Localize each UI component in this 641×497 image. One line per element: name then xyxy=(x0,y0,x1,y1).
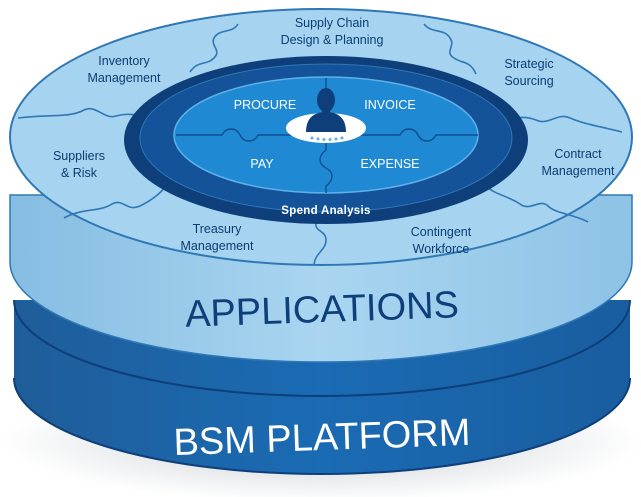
person-shoulders xyxy=(306,112,346,132)
segment-contingent-workforce: Contingent Workforce xyxy=(411,225,472,256)
person-neck xyxy=(322,108,330,115)
spend-analysis-label: Spend Analysis xyxy=(281,205,370,217)
divider-top-left xyxy=(189,23,239,73)
segment-label-line: Management xyxy=(542,164,615,178)
divider-bottom-left xyxy=(63,185,167,219)
segment-inventory-management: Inventory Management xyxy=(88,54,161,85)
segment-label-line: Strategic xyxy=(504,57,553,71)
base-platform-bottom-edge xyxy=(13,377,631,475)
segment-strategic-sourcing: Strategic Sourcing xyxy=(504,57,553,88)
badge-dot xyxy=(328,138,332,141)
quadrant-divider-horizontal-right xyxy=(352,128,478,142)
applications-label: APPLICATIONS xyxy=(184,284,459,336)
segment-label-line: Management xyxy=(88,71,161,85)
ring-outline xyxy=(139,63,513,213)
person-head xyxy=(317,88,335,112)
segment-label-line: Suppliers xyxy=(53,149,105,163)
quadrant-invoice: INVOICE xyxy=(364,98,415,112)
person-bust-icon xyxy=(306,88,346,132)
segment-label-line: Workforce xyxy=(413,242,470,256)
segment-label-line: Inventory xyxy=(98,54,150,68)
divider-bottom-right xyxy=(485,185,589,223)
segment-suppliers-risk: Suppliers & Risk xyxy=(53,149,105,180)
badge-dot xyxy=(340,136,344,140)
segment-label-line: Treasury xyxy=(193,222,243,236)
segment-label-line: & Risk xyxy=(61,166,98,180)
quadrant-dividers xyxy=(176,78,478,193)
segment-label-line: Management xyxy=(181,239,254,253)
badge-dots xyxy=(310,136,344,141)
segment-supply-chain: Supply Chain Design & Planning xyxy=(281,16,384,47)
divider-top-right xyxy=(423,23,477,75)
bsm-platform-label: BSM PLATFORM xyxy=(173,412,471,464)
quadrant-divider-vertical xyxy=(319,78,333,193)
quadrant-pay: PAY xyxy=(250,157,274,171)
divider-bottom-middle xyxy=(313,221,327,265)
quadrant-expense: EXPENSE xyxy=(360,157,419,171)
segment-contract-management: Contract Management xyxy=(542,147,615,178)
segment-label-line: Supply Chain xyxy=(295,16,369,30)
quadrant-divider-horizontal xyxy=(176,128,300,142)
segment-label-line: Design & Planning xyxy=(281,33,384,47)
segment-treasury-management: Treasury Management xyxy=(181,222,254,253)
badge-dot xyxy=(316,137,320,141)
quadrant-procure: PROCURE xyxy=(234,98,297,112)
badge-dot xyxy=(310,136,314,140)
segment-label-line: Contingent xyxy=(411,225,472,239)
base-platform-top-edge xyxy=(13,299,631,397)
badge-dot xyxy=(322,138,326,141)
segment-label-line: Contract xyxy=(554,147,602,161)
segment-label-line: Sourcing xyxy=(504,74,553,88)
badge-dot xyxy=(334,137,338,141)
